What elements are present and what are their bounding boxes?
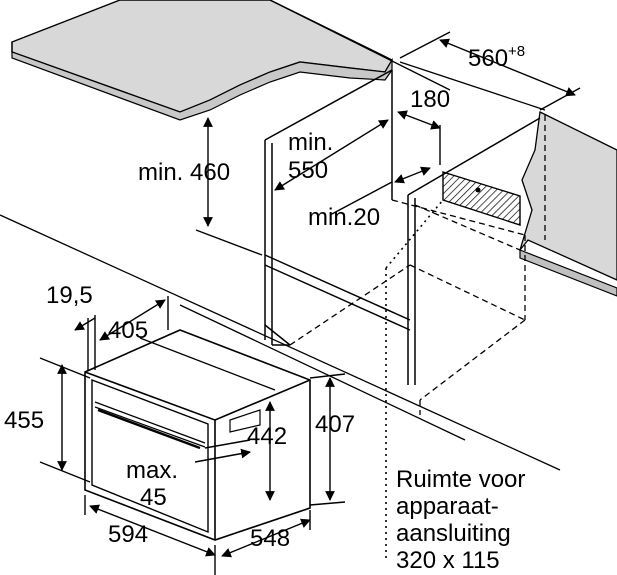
min-height-label: min. 460 [138, 159, 230, 186]
depth-label: 548 [250, 525, 290, 552]
height-front-label: 442 [247, 423, 287, 450]
back-gap-label: 180 [410, 86, 450, 113]
inner-depth-label: 405 [108, 317, 148, 344]
min-depth-label-line1: min. [288, 129, 333, 156]
dimension-lines [39, 31, 581, 575]
depth-niche-label: 560+8 [468, 43, 525, 72]
note-line-4: 320 x 115 [396, 547, 500, 574]
panel-max-label-line1: max. [126, 457, 178, 484]
niche-dashed [289, 115, 546, 415]
connection-area [442, 171, 521, 226]
note-line-2: apparaat- [396, 493, 499, 520]
front-offset-label: 19,5 [46, 282, 93, 309]
countertop [11, 0, 393, 121]
note-leader [385, 199, 444, 560]
min-depth-label-line2: 550 [288, 157, 328, 184]
note-line-3: aansluiting [396, 520, 511, 547]
panel-max-label-line2: 45 [140, 484, 167, 511]
width-label: 594 [108, 521, 148, 548]
countertop-right [519, 111, 617, 297]
height-side-label: 407 [315, 411, 355, 438]
height-total-label: 455 [4, 407, 44, 434]
min-gap-label: min.20 [308, 204, 380, 231]
oven-appliance [84, 329, 311, 541]
note-line-1: Ruimte voor [396, 466, 525, 493]
